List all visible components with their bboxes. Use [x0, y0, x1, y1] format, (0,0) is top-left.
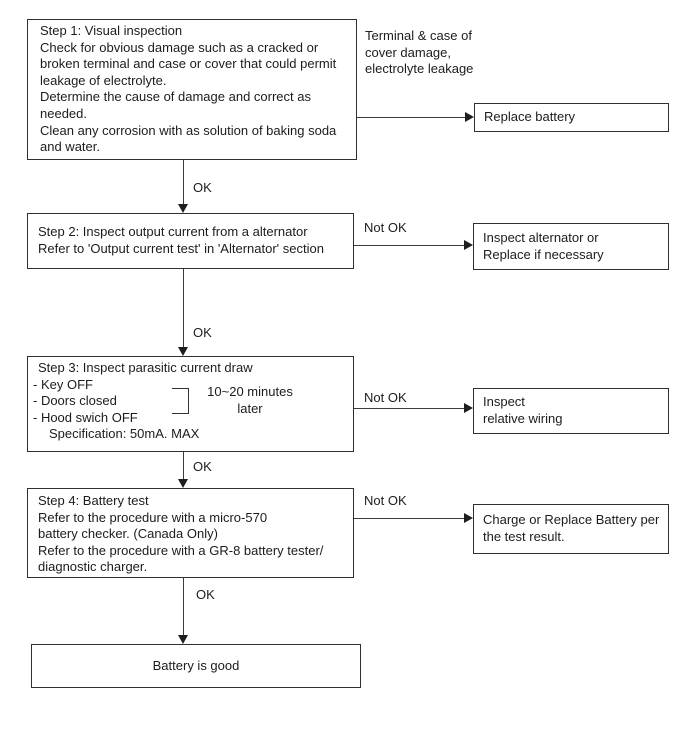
arrowhead-down-icon	[178, 635, 188, 644]
ok-label-4: OK	[196, 587, 215, 602]
step3-title: Step 3: Inspect parasitic current draw	[38, 360, 253, 375]
connector-step3-to-step4	[183, 452, 184, 482]
charge-or-replace-label: Charge or Replace Battery per the test r…	[483, 512, 660, 544]
grouping-bracket	[172, 388, 189, 414]
not-ok-label-1: Not OK	[364, 220, 407, 235]
step3-item-doors-closed: - Doors closed	[33, 393, 117, 409]
step3-parasitic-draw-box: Step 3: Inspect parasitic current draw -…	[27, 356, 354, 452]
charge-or-replace-battery-box: Charge or Replace Battery per the test r…	[473, 504, 669, 554]
damage-condition-note: Terminal & case of cover damage, electro…	[365, 28, 474, 77]
ok-label-2: OK	[193, 325, 212, 340]
arrowhead-down-icon	[178, 479, 188, 488]
replace-battery-box: Replace battery	[474, 103, 669, 132]
connector-step1-to-step2	[183, 159, 184, 207]
battery-is-good-box: Battery is good	[31, 644, 361, 688]
inspect-wiring-label: Inspect relative wiring	[483, 394, 563, 426]
not-ok-label-3: Not OK	[364, 493, 407, 508]
arrowhead-right-icon	[464, 240, 473, 250]
connector-step2-to-alternator	[354, 245, 466, 246]
ok-label-3: OK	[193, 459, 212, 474]
duration-note: 10~20 minutes later	[207, 384, 293, 416]
replace-battery-label: Replace battery	[484, 109, 576, 125]
step3-item-key-off: - Key OFF	[33, 376, 93, 392]
arrowhead-down-icon	[178, 347, 188, 356]
connector-step4-to-charge	[354, 518, 466, 519]
inspect-alternator-label: Inspect alternator or Replace if necessa…	[483, 229, 604, 262]
arrowhead-right-icon	[464, 403, 473, 413]
connector-step1-to-replace-battery	[357, 117, 467, 118]
battery-is-good-label: Battery is good	[152, 657, 240, 673]
step2-alternator-output-box: Step 2: Inspect output current from a al…	[27, 213, 354, 269]
step3-item-hood-switch-off: - Hood swich OFF	[33, 409, 138, 425]
ok-label-1: OK	[193, 180, 212, 195]
step2-text: Step 2: Inspect output current from a al…	[38, 224, 324, 256]
inspect-wiring-box: Inspect relative wiring	[473, 388, 669, 434]
arrowhead-right-icon	[465, 112, 474, 122]
arrowhead-right-icon	[464, 513, 473, 523]
arrowhead-down-icon	[178, 204, 188, 213]
connector-step4-to-good	[183, 577, 184, 638]
connector-step2-to-step3	[183, 269, 184, 350]
not-ok-label-2: Not OK	[364, 390, 407, 405]
step3-specification: Specification: 50mA. MAX	[49, 426, 200, 442]
step4-battery-test-box: Step 4: Battery test Refer to the proced…	[27, 488, 354, 578]
step1-visual-inspection-box: Step 1: Visual inspection Check for obvi…	[27, 19, 357, 160]
connector-step3-to-wiring	[354, 408, 466, 409]
inspect-alternator-box: Inspect alternator or Replace if necessa…	[473, 223, 669, 270]
